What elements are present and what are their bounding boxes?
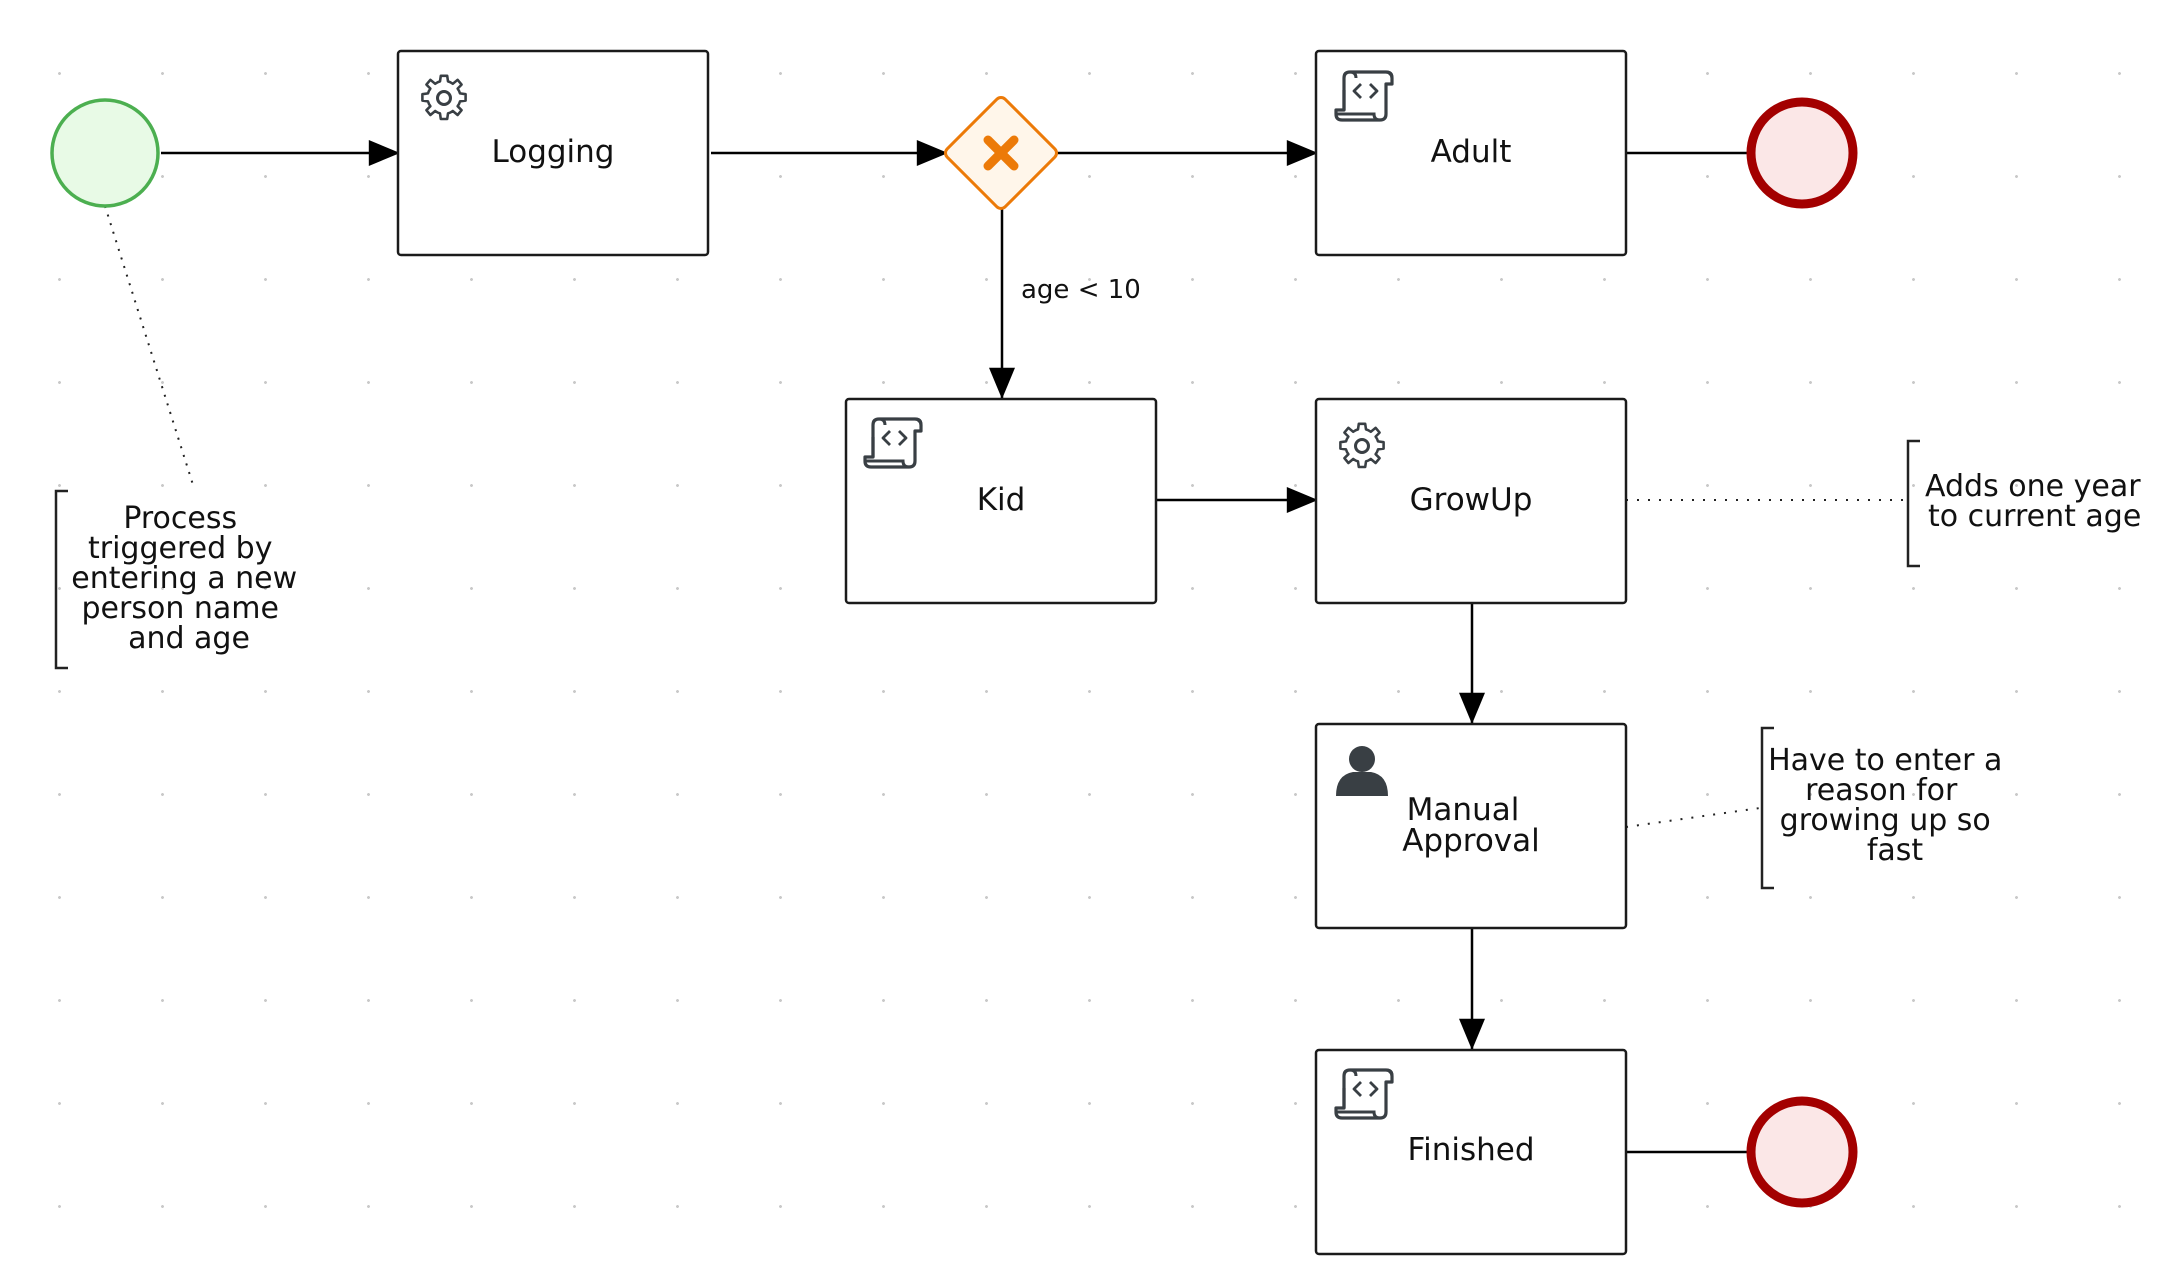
annotation-line: Process	[123, 501, 237, 536]
annotation-approval[interactable]: Have to enter a reason for growing up so…	[1760, 726, 2012, 890]
start-event[interactable]	[50, 98, 160, 208]
association-approval-note	[1625, 807, 1761, 828]
association-start-note	[104, 205, 195, 489]
gateway-x-icon	[983, 135, 1019, 171]
task-logging[interactable]: Logging	[396, 49, 710, 257]
task-label: GrowUp	[1410, 482, 1533, 518]
task-adult[interactable]: Adult	[1314, 49, 1628, 257]
task-label: Finished	[1408, 1132, 1535, 1168]
annotation-line: entering a new	[71, 561, 297, 596]
task-label-line1: Manual	[1407, 792, 1520, 828]
task-label: Logging	[492, 134, 615, 170]
task-finished[interactable]: Finished	[1314, 1048, 1628, 1256]
annotation-line: Adds one year	[1925, 469, 2141, 504]
annotation-line: fast	[1867, 833, 1924, 868]
svg-text:Have to enter a reason f: Have to enter a reason for growing up so…	[1768, 743, 2012, 868]
task-growup[interactable]: GrowUp	[1314, 397, 1628, 605]
annotation-line: to current age	[1928, 499, 2141, 534]
svg-text:Adds one year to current: Adds one year to current age	[1925, 469, 2150, 534]
task-label: Adult	[1431, 134, 1512, 170]
annotation-line: and age	[128, 621, 250, 656]
end-event-adult[interactable]	[1746, 97, 1858, 209]
end-event-finished[interactable]	[1746, 1096, 1858, 1208]
annotation-line: growing up so	[1780, 803, 1991, 838]
exclusive-gateway[interactable]	[943, 95, 1059, 211]
annotation-line: reason for	[1805, 773, 1958, 808]
annotation-start[interactable]: Process triggered by entering a new pers…	[54, 489, 307, 670]
annotation-line: triggered by	[88, 531, 272, 566]
task-label-line2: Approval	[1402, 823, 1540, 859]
svg-text:Process triggered by: Process triggered by entering a new pers…	[71, 501, 306, 656]
task-manual-approval[interactable]: Manual Approval	[1314, 722, 1628, 930]
annotation-line: person name	[82, 591, 279, 626]
task-kid[interactable]: Kid	[844, 397, 1158, 605]
annotation-growup[interactable]: Adds one year to current age	[1906, 439, 2150, 568]
condition-label-kid: age < 10	[1021, 275, 1141, 305]
task-label: Kid	[977, 482, 1026, 518]
